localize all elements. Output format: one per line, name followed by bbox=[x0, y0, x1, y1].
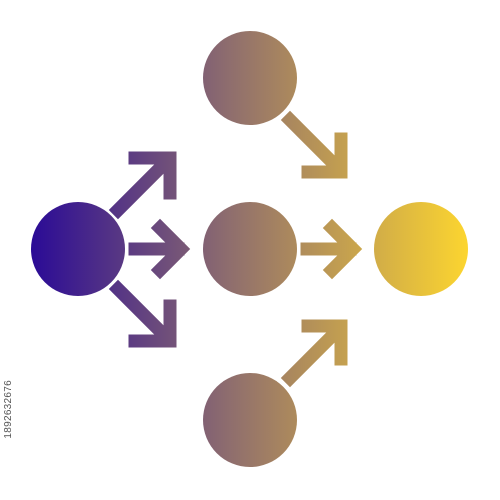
top-node bbox=[203, 31, 297, 125]
source-node bbox=[31, 202, 125, 296]
middle-node bbox=[203, 202, 297, 296]
arrow-up-right-icon bbox=[108, 151, 177, 220]
arrow-down-right-icon bbox=[108, 279, 177, 348]
arrow-up-right-icon bbox=[280, 319, 348, 388]
arrow-down-right-icon bbox=[280, 110, 348, 179]
stock-id-label: 1892632676 bbox=[3, 380, 14, 439]
arrow-right-icon bbox=[300, 218, 363, 280]
bottom-node bbox=[203, 373, 297, 467]
arrow-right-icon bbox=[128, 218, 191, 280]
target-node bbox=[374, 202, 468, 296]
